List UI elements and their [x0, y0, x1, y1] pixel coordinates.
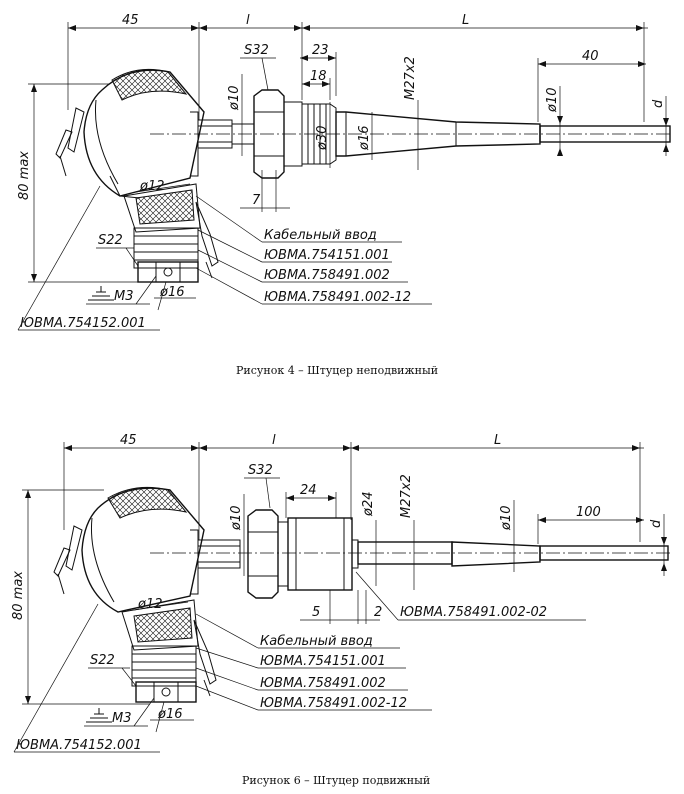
label-cable-entry: Кабельный ввод: [260, 634, 373, 649]
label-cable-entry: Кабельный ввод: [264, 228, 377, 243]
figure-4: 45 l L S32 23 18 M27x2 40 ø10 d: [17, 13, 672, 377]
dim-23: 23: [312, 43, 329, 58]
figure-6-caption: Рисунок 6 – Штуцер подвижный: [242, 774, 430, 787]
dim-s32: S32: [248, 463, 273, 478]
cable-gland: [121, 599, 217, 703]
dim-d: d: [649, 519, 664, 528]
dim-45: 45: [120, 433, 137, 448]
chain-clamp-left: [53, 525, 83, 595]
label-part-754151-001: ЮВМА.754151.001: [260, 654, 386, 669]
fitting-body: [247, 509, 669, 599]
label-part-758491-002-12: ЮВМА.758491.002-12: [260, 696, 407, 711]
dim-phi10-left: ø10: [227, 86, 242, 112]
dim-phi10-right: ø10: [545, 88, 560, 114]
fitting-body: [231, 89, 671, 179]
dim-80-max: 80 max: [11, 571, 26, 620]
dim-18: 18: [310, 69, 327, 84]
label-part-758491-002-12: ЮВМА.758491.002-12: [264, 290, 411, 305]
dim-l: l: [272, 433, 276, 448]
figure-4-caption: Рисунок 4 – Штуцер неподвижный: [236, 364, 438, 377]
dim-d: d: [651, 99, 666, 108]
dim-m3: M3: [112, 711, 132, 726]
label-part-758491-002-02: ЮВМА.758491.002-02: [400, 605, 547, 620]
dim-phi12: ø12: [137, 597, 163, 612]
dim-phi24: ø24: [361, 492, 376, 518]
dim-m27: M27x2: [403, 56, 418, 100]
dim-7: 7: [252, 193, 261, 208]
label-leaders: [13, 603, 432, 753]
label-part-754152-001: ЮВМА.754152.001: [16, 738, 142, 753]
label-leaders: [17, 185, 432, 331]
ground-icon: [86, 708, 112, 723]
chain-clamp-left: [55, 107, 85, 177]
dim-80-max: 80 max: [17, 151, 32, 200]
dim-m27: M27x2: [399, 474, 414, 518]
dim-phi10-left: ø10: [229, 506, 244, 532]
dim-m3: M3: [114, 289, 134, 304]
dim-phi16-bottom: ø16: [159, 285, 185, 300]
label-part-758491-002: ЮВМА.758491.002: [260, 676, 386, 691]
dim-L: L: [494, 433, 501, 448]
dim-45: 45: [122, 13, 139, 28]
dim-24: 24: [300, 483, 317, 498]
figure-6: 45 l L S32 24 ø24 M27x2 ø10 ø10 100 d: [11, 433, 672, 787]
label-part-754151-001: ЮВМА.754151.001: [264, 248, 390, 263]
dim-phi16-bottom: ø16: [157, 707, 183, 722]
dim-40: 40: [582, 49, 599, 64]
dim-100: 100: [576, 505, 601, 520]
dim-s22: S22: [98, 233, 123, 248]
dim-s22: S22: [90, 653, 115, 668]
cable-gland: [123, 183, 219, 283]
dim-s32: S32: [244, 43, 269, 58]
label-part-754152-001: ЮВМА.754152.001: [20, 316, 146, 331]
ground-icon: [88, 286, 114, 301]
dim-phi16: ø16: [357, 126, 372, 152]
dim-phi12: ø12: [139, 179, 165, 194]
dim-L: L: [462, 13, 469, 28]
dim-phi10-right: ø10: [499, 506, 514, 532]
terminal-head: [81, 486, 241, 613]
top-dimension-chain: [63, 442, 644, 542]
dim-l: l: [246, 13, 250, 28]
dim-5: 5: [312, 605, 320, 620]
label-part-758491-002: ЮВМА.758491.002: [264, 268, 390, 283]
dim-2: 2: [374, 605, 382, 620]
top-dimension-chain: [67, 22, 648, 122]
dim-phi30: ø30: [315, 126, 330, 152]
